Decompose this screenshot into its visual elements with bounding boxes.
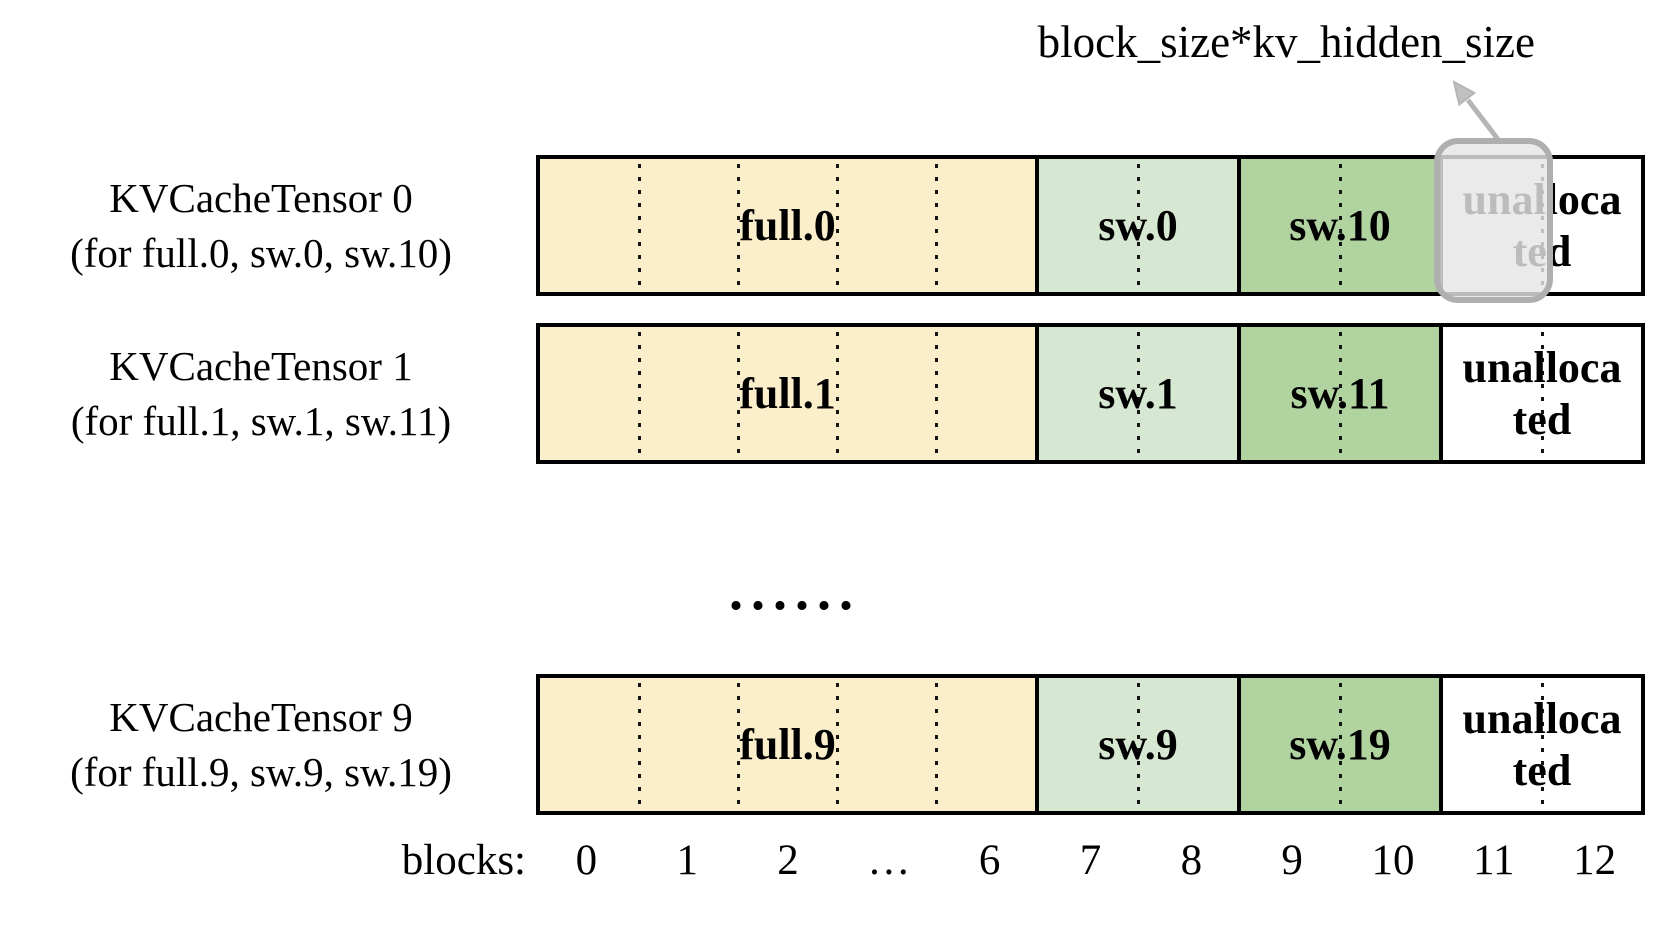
tensor-title: KVCacheTensor 0	[109, 175, 413, 222]
segment-label: sw.0	[1098, 200, 1178, 250]
annotation-arrow-icon	[1452, 80, 1502, 144]
tensor-label: KVCacheTensor 0 (for full.0, sw.0, sw.10)	[6, 155, 516, 296]
block-divider-dotted-line	[1540, 683, 1544, 806]
block-divider-dotted-line	[1338, 683, 1342, 806]
segment-label: full.0	[739, 200, 836, 250]
axis-tick-label: 11	[1473, 837, 1515, 884]
segment-sw-dark: sw.19	[1241, 678, 1443, 811]
axis-tick-label: …	[867, 837, 911, 884]
tensor-subtitle: (for full.1, sw.1, sw.11)	[70, 397, 452, 444]
segment-label: sw.11	[1290, 368, 1390, 418]
segment-full: full.0	[540, 159, 1039, 292]
block-divider-dotted-line	[736, 683, 740, 806]
axis-tick-label: 0	[575, 837, 598, 884]
tensor-title: KVCacheTensor 9	[109, 694, 413, 741]
segment-label: sw.9	[1098, 719, 1178, 769]
axis-tick-label: 2	[777, 837, 799, 884]
block-divider-dotted-line	[835, 332, 839, 455]
block-size-annotation: block_size*kv_hidden_size	[1037, 17, 1535, 67]
tensor-label: KVCacheTensor 9 (for full.9, sw.9, sw.19)	[6, 674, 516, 815]
block-divider-dotted-line	[736, 164, 740, 287]
highlighted-block-outline	[1434, 138, 1553, 303]
axis-tick-label: 10	[1371, 837, 1415, 884]
block-divider-dotted-line	[934, 332, 938, 455]
segment-label: sw.19	[1289, 719, 1391, 769]
axis-tick-label: 12	[1573, 837, 1617, 884]
segment-sw-light: sw.1	[1039, 327, 1241, 460]
rows-ellipsis: ......	[729, 560, 861, 622]
block-divider-dotted-line	[1338, 332, 1342, 455]
block-divider-dotted-line	[1136, 683, 1140, 806]
block-divider-dotted-line	[835, 164, 839, 287]
axis-tick-label: 8	[1180, 837, 1203, 884]
block-divider-dotted-line	[1136, 164, 1140, 287]
block-divider-dotted-line	[736, 332, 740, 455]
block-divider-dotted-line	[934, 683, 938, 806]
block-divider-dotted-line	[637, 164, 641, 287]
segment-label: full.1	[739, 368, 836, 418]
axis-tick-label: 1	[676, 837, 698, 884]
tensor-label: KVCacheTensor 1 (for full.1, sw.1, sw.11)	[6, 323, 516, 464]
block-divider-dotted-line	[637, 332, 641, 455]
axis-tick-label: 6	[978, 837, 1001, 884]
tensor-subtitle: (for full.0, sw.0, sw.10)	[70, 229, 452, 276]
segment-label: sw.1	[1098, 368, 1178, 418]
segment-sw-dark: sw.11	[1241, 327, 1443, 460]
block-divider-dotted-line	[1136, 332, 1140, 455]
segment-label: sw.10	[1289, 200, 1391, 250]
axis-tick-label: 9	[1281, 837, 1303, 884]
block-divider-dotted-line	[1540, 332, 1544, 455]
tensor-subtitle: (for full.9, sw.9, sw.19)	[70, 748, 452, 795]
segment-full: full.1	[540, 327, 1039, 460]
segment-sw-light: sw.0	[1039, 159, 1241, 292]
segment-sw-light: sw.9	[1039, 678, 1241, 811]
blocks-axis-caption: blocks:	[401, 837, 526, 884]
tensor-title: KVCacheTensor 1	[109, 343, 413, 390]
segment-label: full.9	[739, 719, 836, 769]
block-divider-dotted-line	[934, 164, 938, 287]
segment-full: full.9	[540, 678, 1039, 811]
block-divider-dotted-line	[637, 683, 641, 806]
block-divider-dotted-line	[1338, 164, 1342, 287]
block-divider-dotted-line	[835, 683, 839, 806]
segment-sw-dark: sw.10	[1241, 159, 1443, 292]
axis-tick-label: 7	[1079, 837, 1102, 884]
